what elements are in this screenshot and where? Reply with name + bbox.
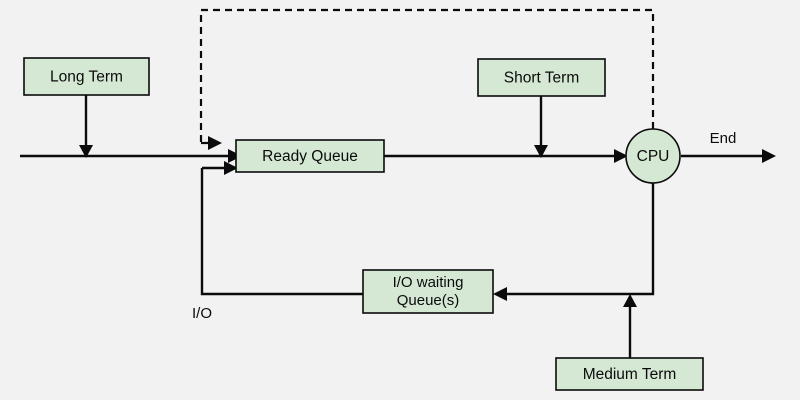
edge-long-term-to-entry	[79, 95, 93, 158]
edge-medium-term-to-swap	[623, 294, 637, 358]
edge-cpu-preempt-to-ready-queue-dashed	[199, 8, 655, 150]
node-io-waiting-queue-label-line1: I/O waiting	[393, 274, 464, 291]
node-medium-term-label: Medium Term	[583, 366, 677, 383]
edge-cpu-to-io-waiting-queue	[493, 183, 655, 301]
node-cpu-label: CPU	[637, 148, 670, 165]
node-short-term[interactable]: Short Term	[477, 58, 606, 97]
node-cpu[interactable]: CPU	[625, 128, 681, 184]
edge-label-io: I/O	[192, 305, 212, 322]
node-ready-queue[interactable]: Ready Queue	[235, 139, 385, 173]
node-long-term-label: Long Term	[50, 69, 123, 86]
node-io-waiting-queue-label-line2: Queue(s)	[397, 292, 460, 309]
node-medium-term[interactable]: Medium Term	[555, 357, 704, 391]
node-io-waiting-queue[interactable]: I/O waiting Queue(s)	[362, 269, 494, 314]
node-short-term-label: Short Term	[504, 70, 580, 87]
edge-cpu-to-end	[681, 149, 776, 163]
node-ready-queue-label: Ready Queue	[262, 148, 358, 165]
edge-label-end: End	[710, 130, 737, 147]
edge-ready-queue-to-cpu	[384, 149, 628, 163]
edge-entry-to-ready-queue	[20, 149, 242, 163]
edge-io-waiting-queue-to-ready-queue	[200, 161, 363, 296]
edge-short-term-to-dispatch	[534, 95, 548, 158]
node-long-term[interactable]: Long Term	[23, 57, 150, 96]
